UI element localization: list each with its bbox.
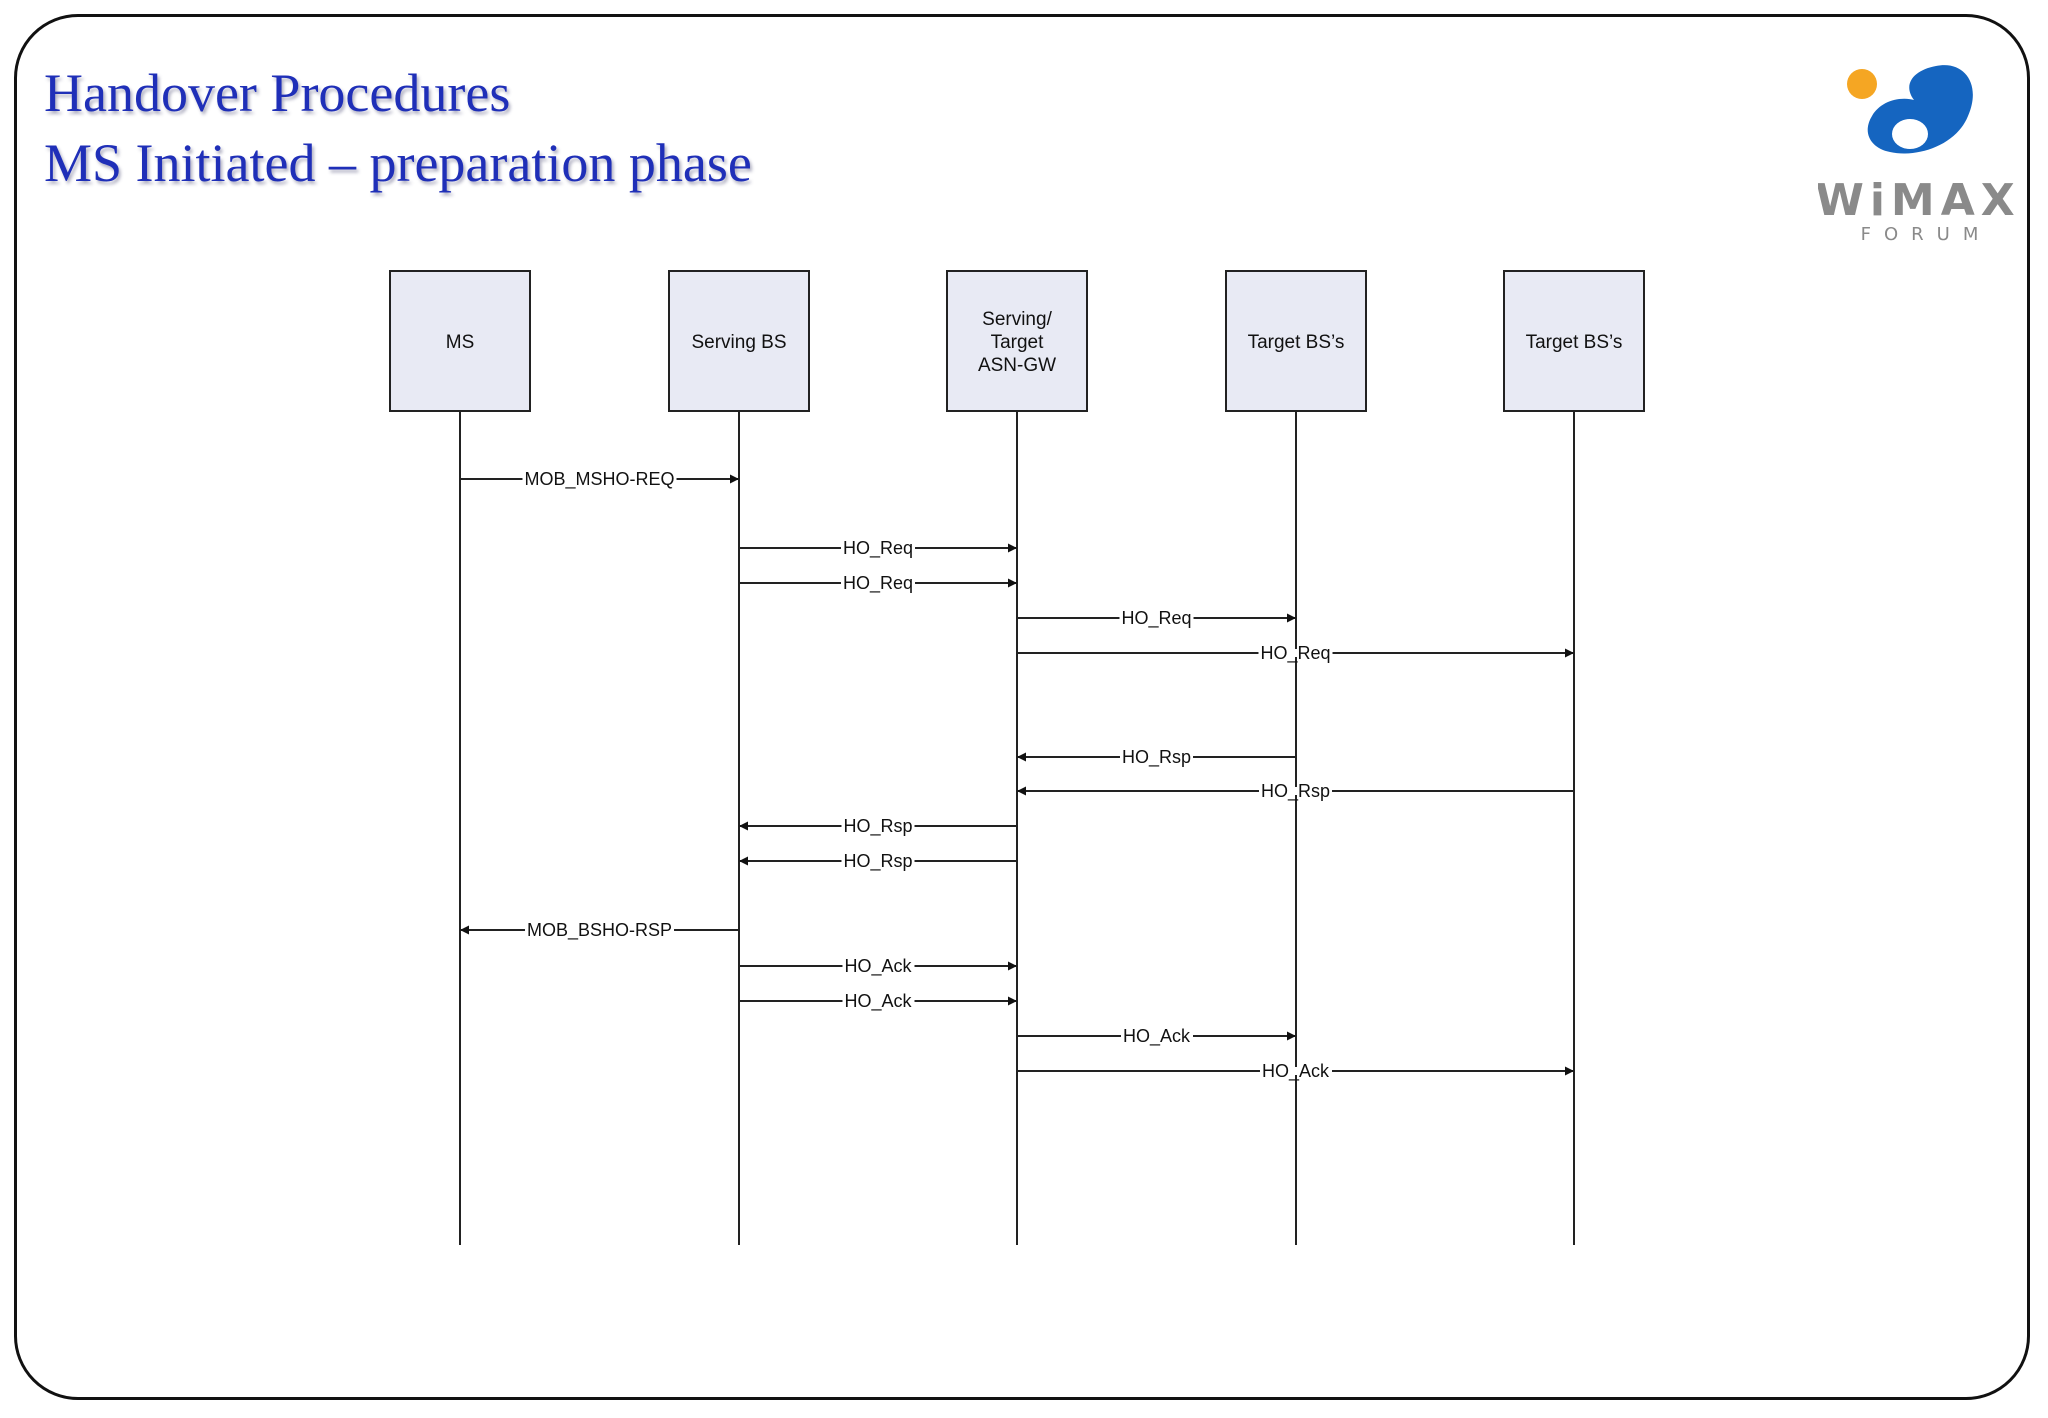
message: MOB_MSHO-REQ [460, 469, 739, 490]
message-label-background [841, 822, 915, 830]
slide-title-line-1: Handover Procedures [44, 63, 511, 123]
message-label-background [1119, 614, 1194, 622]
message-label: HO_Rsp [843, 851, 912, 872]
message: HO_Rsp [739, 851, 1017, 872]
message-label: HO_Req [1121, 608, 1191, 629]
message-label: HO_Ack [844, 991, 912, 1012]
message: MOB_BSHO-RSP [460, 920, 739, 941]
message-label-background [842, 997, 915, 1005]
message-label: HO_Ack [1262, 1061, 1330, 1082]
participant-label: MS [446, 332, 475, 353]
participant-box-target-bs-2 [1503, 270, 1645, 412]
message-label: HO_Ack [1123, 1026, 1191, 1047]
messages: MOB_MSHO-REQHO_ReqHO_ReqHO_ReqHO_ReqHO_R… [460, 469, 1574, 1082]
message: HO_Req [1017, 643, 1574, 664]
message-label: MOB_BSHO-RSP [527, 920, 672, 941]
participant-box-asn-gw [946, 270, 1088, 412]
message-label-background [1258, 787, 1333, 795]
message-label: HO_Req [843, 538, 913, 559]
message-label-background [522, 475, 677, 483]
message: HO_Req [1017, 608, 1296, 629]
message-label-background [1259, 1067, 1333, 1075]
message-label-background [1120, 1032, 1194, 1040]
message: HO_Rsp [1017, 747, 1296, 768]
message-label: HO_Req [1260, 643, 1330, 664]
message: HO_Ack [1017, 1061, 1574, 1082]
message: HO_Ack [739, 991, 1017, 1012]
message-label-background [1258, 649, 1333, 657]
participant-box-serving-bs [668, 270, 810, 412]
message-label: HO_Rsp [1122, 747, 1191, 768]
message: HO_Rsp [1017, 781, 1574, 802]
participant-box-ms [389, 270, 531, 412]
message-label-background [1119, 753, 1194, 761]
message-label: HO_Rsp [1261, 781, 1330, 802]
message-label: HO_Req [843, 573, 913, 594]
message: HO_Ack [1017, 1026, 1296, 1047]
participant-label: Target BS’s [1526, 332, 1623, 353]
message-label-background [840, 579, 916, 587]
message-label: HO_Ack [844, 956, 912, 977]
slide-title: Handover Procedures MS Initiated – prepa… [44, 58, 752, 198]
participant-box-target-bs-1 [1225, 270, 1367, 412]
participant-label: Target [991, 332, 1045, 353]
slide-title-line-2: MS Initiated – preparation phase [44, 133, 752, 193]
message-label: MOB_MSHO-REQ [524, 469, 674, 490]
message: HO_Ack [739, 956, 1017, 977]
message-label: HO_Rsp [843, 816, 912, 837]
message: HO_Req [739, 538, 1017, 559]
message-label-background [842, 962, 915, 970]
participant-label: Serving/ [982, 309, 1052, 330]
participant-label: ASN-GW [978, 355, 1056, 376]
message-label-background [840, 544, 916, 552]
participant-ms: MS [389, 270, 531, 1245]
logo-wordmark: WiMAX [1818, 175, 2018, 226]
participant-target-bs-2: Target BS’s [1503, 270, 1645, 1245]
wimax-forum-logo-icon: WiMAX FORUM [1818, 65, 2018, 245]
message-label-background [841, 857, 915, 865]
participant-label: Target BS’s [1248, 332, 1345, 353]
message: HO_Rsp [739, 816, 1017, 837]
message-label-background [524, 926, 675, 934]
participant-target-bs-1: Target BS’s [1225, 270, 1367, 1245]
logo-subtext: FORUM [1861, 224, 1992, 245]
message: HO_Req [739, 573, 1017, 594]
slide-frame [14, 14, 2030, 1400]
participant-serving-bs: Serving BS [668, 270, 810, 1245]
participant-label: Serving BS [691, 332, 786, 353]
